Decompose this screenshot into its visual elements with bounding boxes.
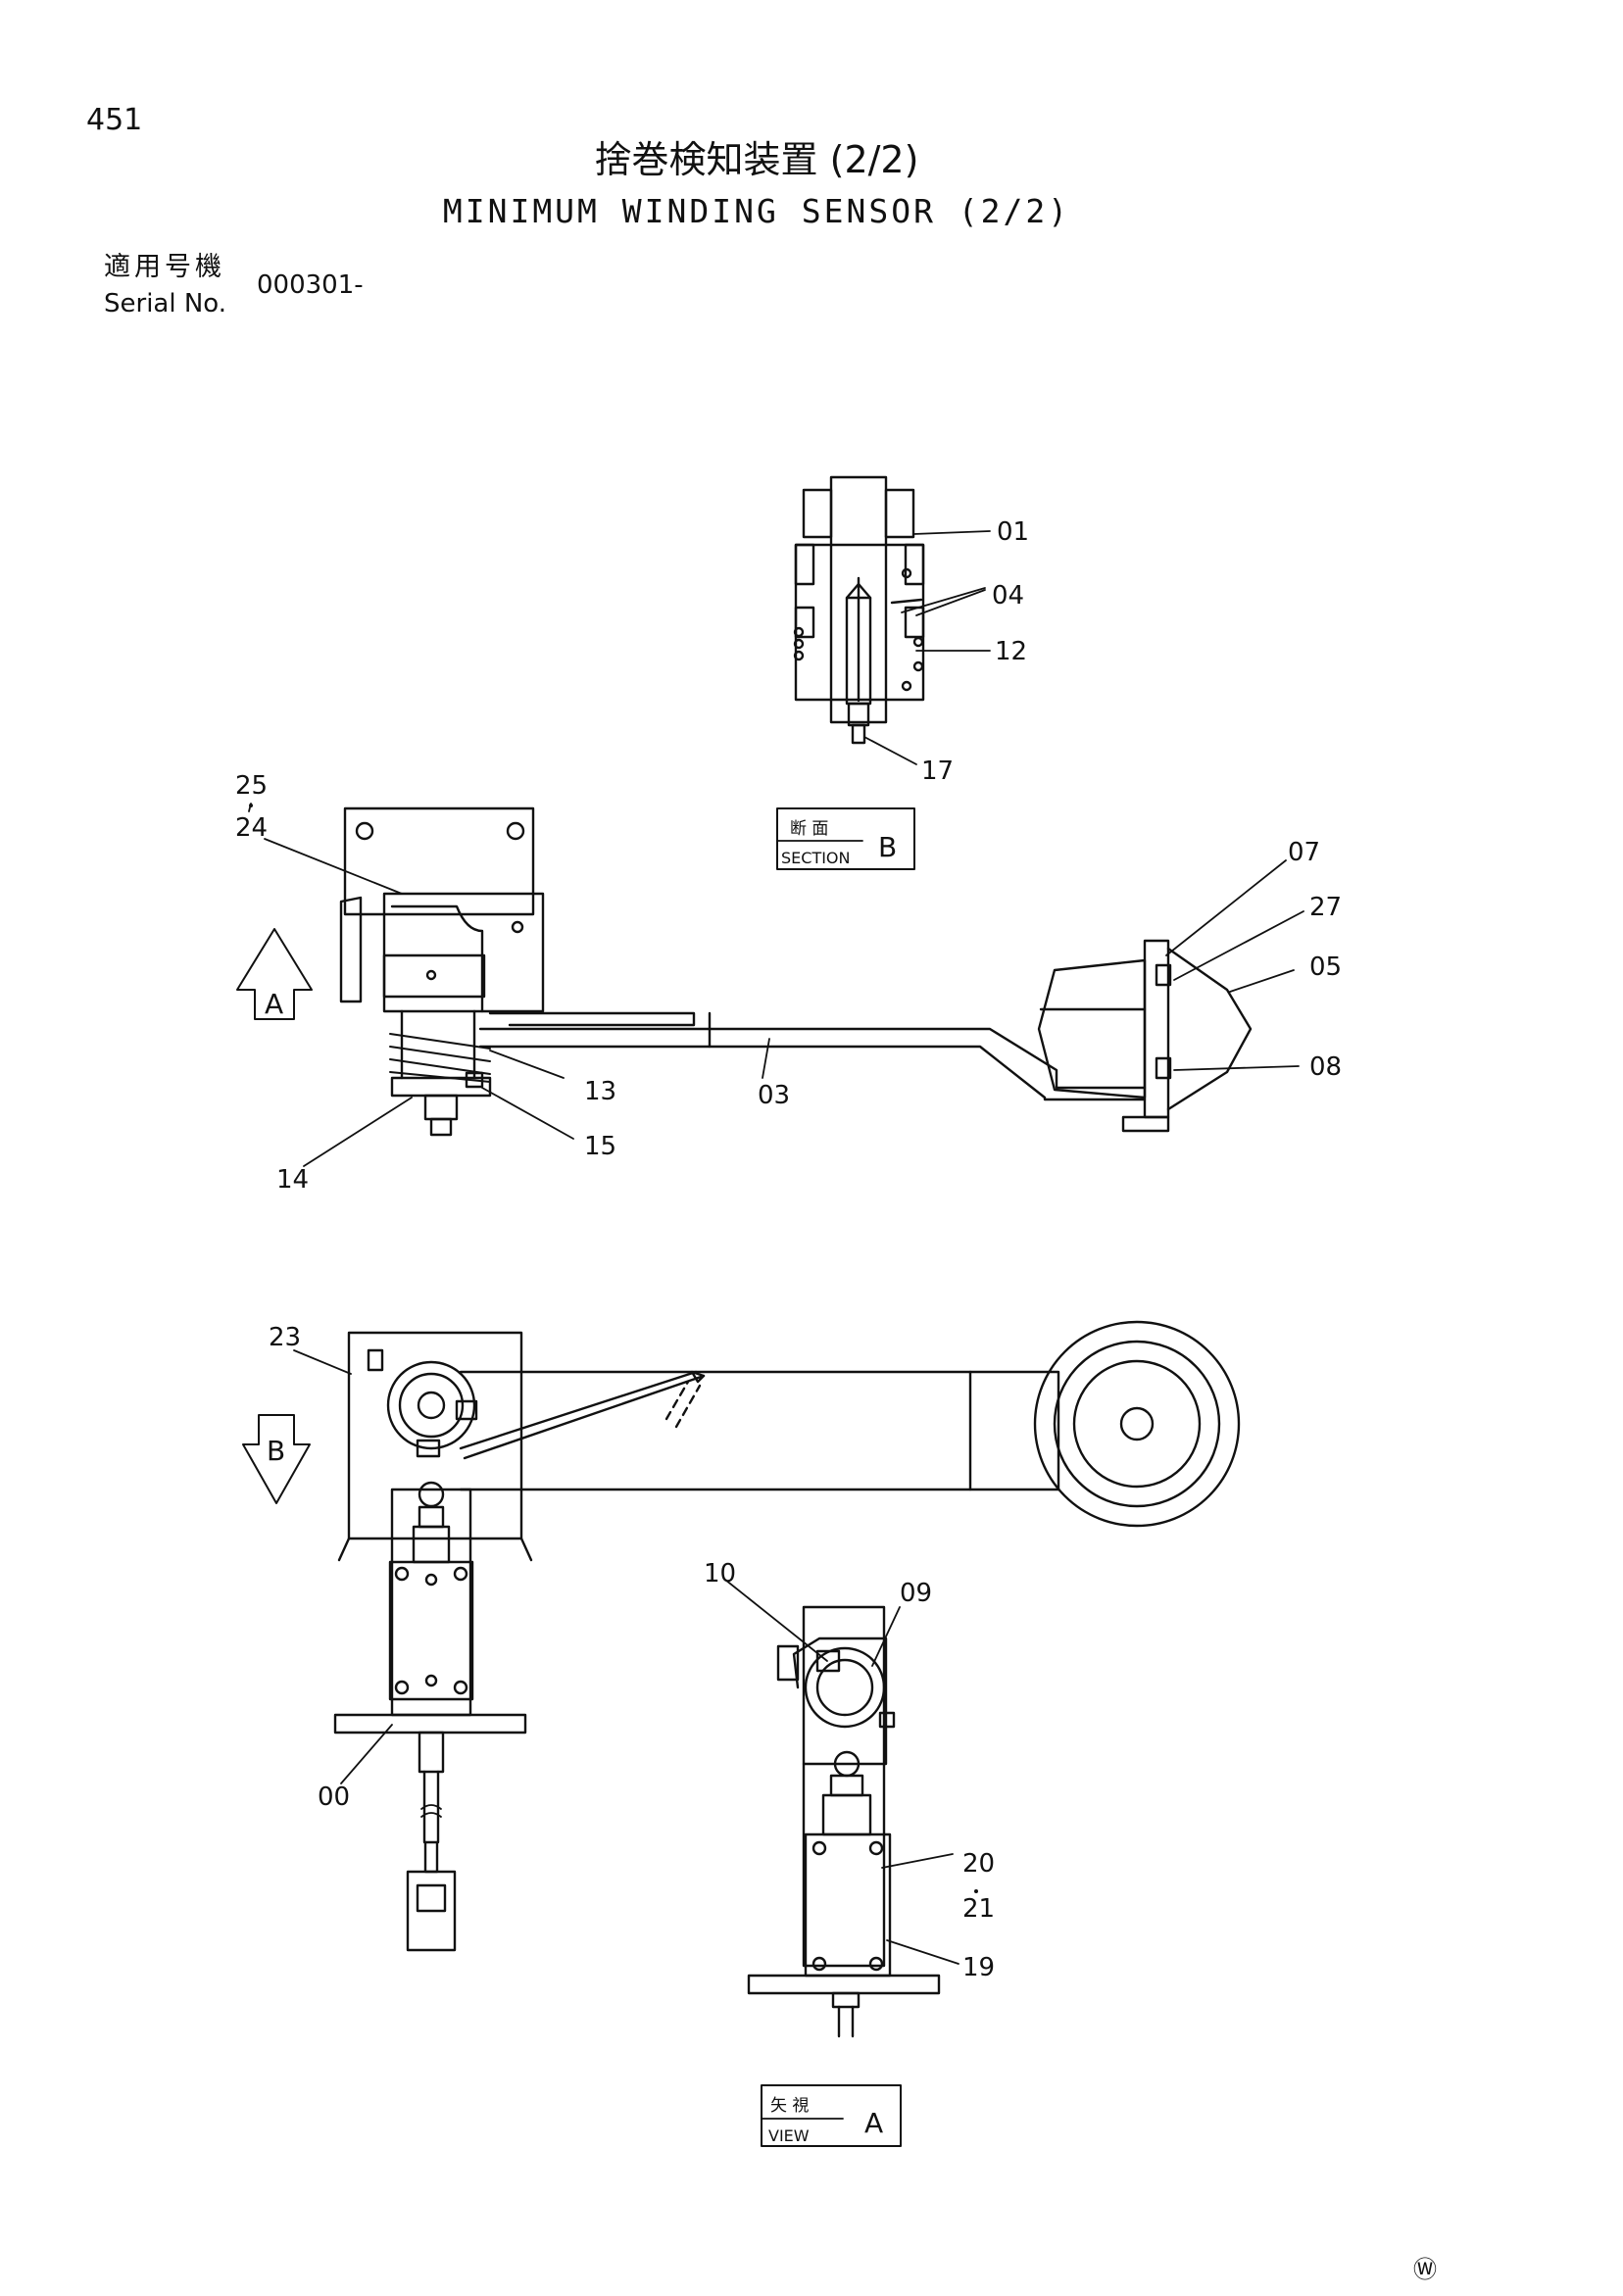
callout-08: 08 xyxy=(1309,1052,1342,1082)
callout-13: 13 xyxy=(584,1077,616,1106)
callout-19: 19 xyxy=(962,1953,995,1982)
callout-05: 05 xyxy=(1309,953,1342,982)
callout-25: 25 xyxy=(235,771,268,801)
page-title-jp: 捨巻検知装置 (2/2) xyxy=(594,138,919,181)
page-title-en: MINIMUM WINDING SENSOR (2/2) xyxy=(442,192,1071,230)
side-view-assembly xyxy=(339,806,1253,1137)
view-a-label-en: VIEW xyxy=(768,2126,810,2145)
view-arrow-b xyxy=(242,1414,311,1504)
section-b-letter: B xyxy=(878,831,897,863)
callout-00: 00 xyxy=(318,1783,350,1812)
callout-17: 17 xyxy=(921,757,954,786)
callout-24: 24 xyxy=(235,813,268,843)
view-arrow-a xyxy=(236,928,313,1020)
callout-27: 27 xyxy=(1309,893,1342,922)
callout-09: 09 xyxy=(900,1579,932,1608)
callout-03: 03 xyxy=(758,1081,790,1110)
callout-21: 21 xyxy=(962,1894,995,1924)
callout-12: 12 xyxy=(995,637,1027,666)
section-b-label-jp: 断 面 xyxy=(790,819,828,839)
section-b-label-en: SECTION xyxy=(781,849,851,867)
arrow-a-letter: A xyxy=(265,988,283,1020)
section-b-assembly xyxy=(793,475,925,745)
page-number: 451 xyxy=(86,103,143,137)
callout-labels: 01 04 12 17 25 24 07 27 05 08 13 03 15 1… xyxy=(235,517,1342,1982)
bottom-leaders xyxy=(293,1349,959,1965)
callout-23: 23 xyxy=(269,1323,301,1352)
view-a-label-jp: 矢 視 xyxy=(770,2096,809,2116)
top-view-assembly xyxy=(333,1320,1241,1952)
callout-dots xyxy=(249,804,978,1893)
callout-20: 20 xyxy=(962,1849,995,1879)
view-a-label: 矢 視 VIEW A xyxy=(761,2084,902,2147)
arrow-b-letter: B xyxy=(267,1435,285,1467)
view-a-assembly xyxy=(747,1605,941,2038)
serial-label-jp: 適用号機 xyxy=(104,252,225,282)
serial-value: 000301- xyxy=(257,270,364,300)
callout-04: 04 xyxy=(992,581,1024,611)
callout-01: 01 xyxy=(997,517,1029,547)
callout-07: 07 xyxy=(1288,838,1320,867)
section-b-leaders xyxy=(863,530,991,765)
view-a-letter: A xyxy=(864,2107,883,2139)
callout-15: 15 xyxy=(584,1132,616,1161)
callout-10: 10 xyxy=(704,1559,736,1588)
callout-14: 14 xyxy=(276,1165,309,1195)
side-view-leaders xyxy=(248,803,1304,1167)
serial-label-en: Serial No. xyxy=(104,289,226,318)
section-b-label: 断 面 SECTION B xyxy=(776,807,915,870)
publisher-mark: Ⓦ xyxy=(1413,2256,1437,2283)
